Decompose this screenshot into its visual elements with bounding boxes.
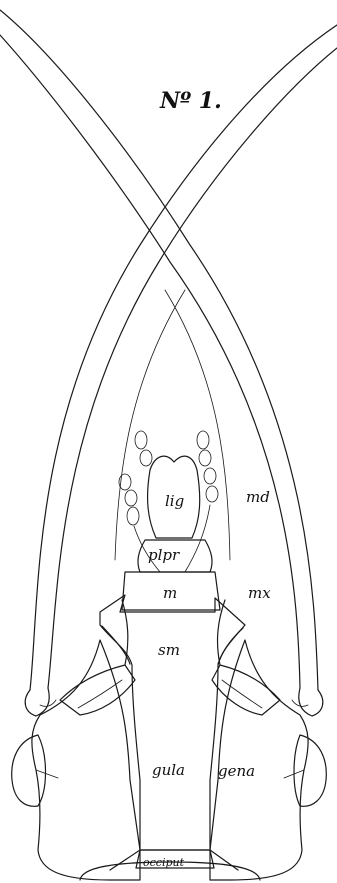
left-maxilla [60, 600, 135, 715]
left-mandible [30, 25, 337, 690]
label-sm: sm [158, 641, 180, 659]
label-m: m [163, 584, 177, 602]
label-md: md [246, 488, 270, 506]
left-eye [12, 735, 46, 806]
right-maxilla [212, 600, 280, 715]
label-gula: gula [152, 761, 185, 779]
label-plpr: plpr [148, 546, 180, 564]
label-lig: lig [165, 492, 184, 510]
right-eye [294, 735, 326, 806]
label-gena: gena [218, 762, 255, 780]
label-mx: mx [248, 584, 271, 602]
plate-title: Nº 1. [159, 88, 222, 114]
head-capsule [32, 640, 308, 880]
right-palp [185, 431, 218, 572]
label-occiput: occiput [143, 856, 185, 869]
